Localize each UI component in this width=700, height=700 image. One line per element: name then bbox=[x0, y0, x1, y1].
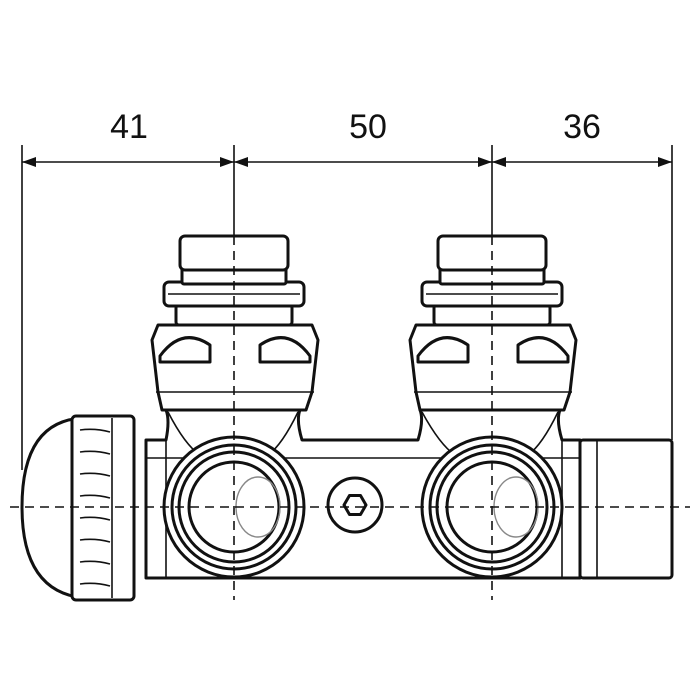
arrow-head bbox=[220, 157, 234, 167]
cap-knurl bbox=[79, 450, 111, 455]
nut-flat bbox=[158, 336, 212, 364]
right-connector bbox=[578, 438, 674, 580]
cap-dome bbox=[20, 416, 86, 600]
left-union bbox=[150, 234, 320, 412]
cap-knurled-ring bbox=[70, 414, 136, 602]
dimension-lines bbox=[22, 157, 672, 167]
hex-socket bbox=[342, 494, 368, 516]
centerlines bbox=[10, 236, 690, 600]
center-hex-plug bbox=[326, 476, 384, 534]
cap-knurl bbox=[79, 494, 111, 499]
hex-plug-circle bbox=[326, 476, 384, 534]
nut-flat bbox=[516, 336, 570, 364]
arrow-head bbox=[22, 157, 36, 167]
dimension-label-2: 50 bbox=[349, 108, 387, 146]
right-union bbox=[408, 234, 578, 412]
cap-knurl bbox=[79, 582, 111, 587]
left-cap bbox=[20, 414, 136, 602]
dimension-label-3: 36 bbox=[563, 108, 601, 146]
cap-knurl bbox=[79, 560, 111, 565]
nut-flat bbox=[416, 336, 470, 364]
cap-knurl bbox=[79, 472, 111, 477]
right-connector-body bbox=[578, 438, 674, 580]
cap-knurl bbox=[79, 538, 111, 543]
nut-flat bbox=[258, 336, 312, 364]
arrow-head bbox=[492, 157, 506, 167]
right-union-nut bbox=[408, 323, 578, 412]
arrow-head bbox=[658, 157, 672, 167]
cap-knurl bbox=[79, 516, 111, 521]
arrow-head bbox=[478, 157, 492, 167]
cap-knurl bbox=[79, 428, 111, 433]
extension-lines bbox=[21, 145, 673, 470]
arrow-head bbox=[234, 157, 248, 167]
dimension-label-1: 41 bbox=[110, 108, 148, 146]
left-union-nut bbox=[150, 323, 320, 412]
